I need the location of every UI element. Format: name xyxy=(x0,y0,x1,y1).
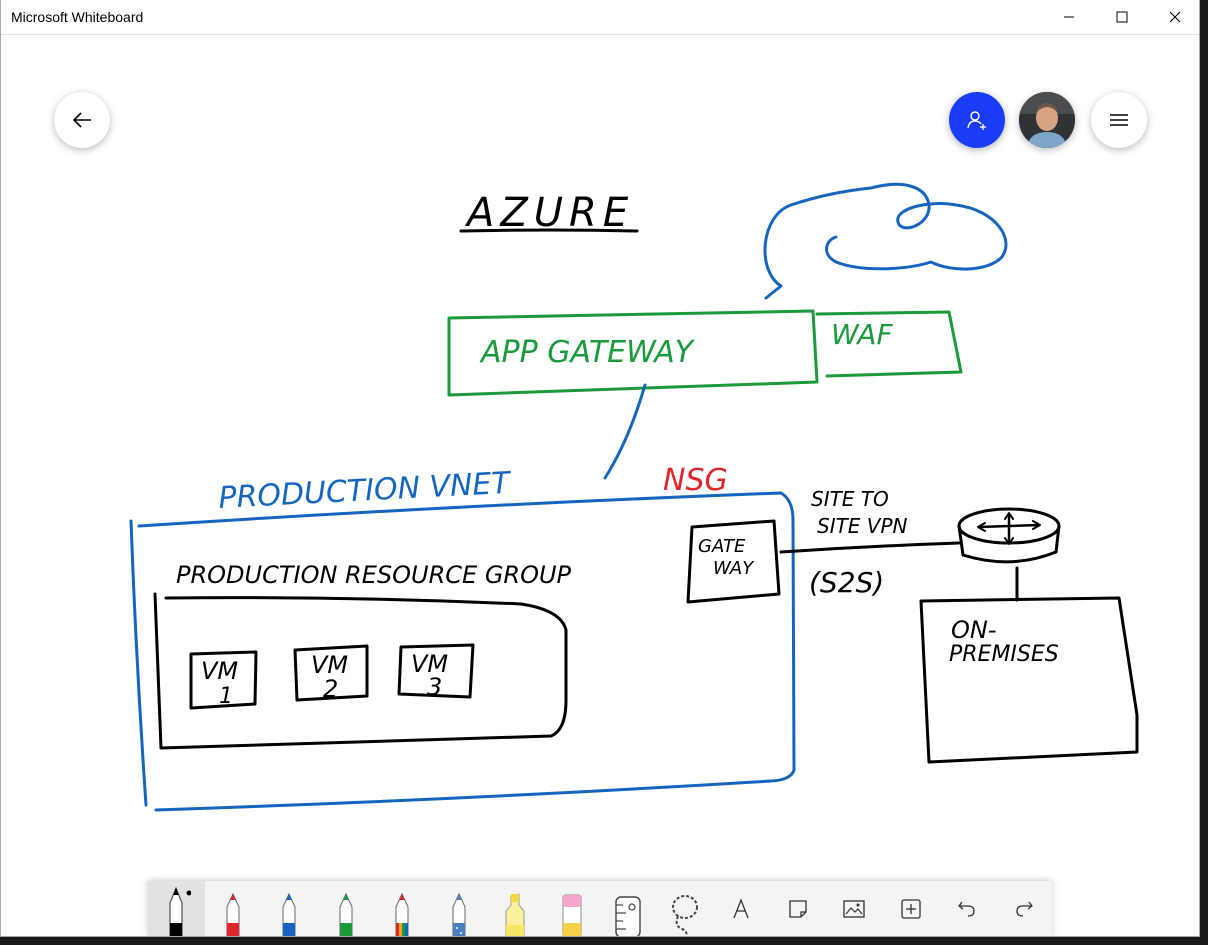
insert-tool[interactable] xyxy=(883,881,940,936)
sticky-note-tool[interactable] xyxy=(770,881,827,936)
vnet-label: PRODUCTION VNET xyxy=(218,466,514,516)
blue-pen-tool[interactable] xyxy=(261,881,318,936)
window-shadow-bottom xyxy=(0,937,1208,945)
undo-icon xyxy=(958,901,975,917)
menu-button[interactable] xyxy=(1091,92,1147,148)
resource-group-box xyxy=(153,592,568,750)
router-icon xyxy=(957,507,1061,602)
vpn-line3: (S2S) xyxy=(809,566,884,599)
vpn-line1: SITE TO xyxy=(811,487,889,511)
gateway-line1: GATE xyxy=(698,536,746,557)
redo-button[interactable] xyxy=(996,881,1053,936)
vpn-line2: SITE VPN xyxy=(817,514,908,538)
gateway-box xyxy=(686,519,781,604)
hamburger-menu-icon xyxy=(1110,114,1128,126)
waf-label: WAF xyxy=(831,318,893,351)
minimize-button[interactable] xyxy=(1042,0,1096,33)
green-pen-icon xyxy=(339,892,353,936)
vnet-box xyxy=(129,491,796,812)
ink-drawing: AZURE APP GATEWAY WAF PRODUCTION VNET NS… xyxy=(129,182,1139,812)
vm2-line1: VM xyxy=(311,651,348,679)
plus-box-icon xyxy=(901,899,921,919)
rainbow-pen-icon xyxy=(395,892,409,936)
vm3-line2: 3 xyxy=(427,673,442,701)
black-pen-tool[interactable] xyxy=(148,881,205,936)
on-prem-line1: ON- xyxy=(951,616,997,644)
lasso-tool[interactable] xyxy=(657,881,714,936)
ink-toolbar xyxy=(148,881,1053,936)
galaxy-pen-icon xyxy=(452,892,466,936)
green-pen-tool[interactable] xyxy=(318,881,375,936)
invite-person-icon xyxy=(967,111,986,130)
eraser-icon xyxy=(562,894,582,936)
window-title: Microsoft Whiteboard xyxy=(11,9,144,25)
on-premises-box xyxy=(919,596,1139,764)
resource-group-label: PRODUCTION RESOURCE GROUP xyxy=(176,561,572,589)
vm2-line2: 2 xyxy=(323,675,338,703)
note-icon xyxy=(789,900,807,918)
minimize-icon xyxy=(1064,16,1074,17)
ruler-tool[interactable] xyxy=(600,881,657,936)
vm1-line2: 1 xyxy=(219,684,233,709)
vm3-line1: VM xyxy=(411,650,448,678)
text-tool[interactable] xyxy=(713,881,770,936)
vm1-line1: VM xyxy=(201,657,238,685)
app-gateway-box xyxy=(447,309,819,397)
gateway-line2: WAY xyxy=(713,558,755,579)
redo-icon xyxy=(1016,901,1033,917)
connector-line xyxy=(603,383,647,480)
undo-button[interactable] xyxy=(939,881,996,936)
highlighter-icon xyxy=(505,893,525,936)
whiteboard-canvas[interactable]: AZURE APP GATEWAY WAF PRODUCTION VNET NS… xyxy=(1,35,1199,936)
vm1-box xyxy=(189,650,258,710)
user-avatar-image xyxy=(1019,92,1075,148)
nsg-label: NSG xyxy=(663,463,728,498)
on-prem-line2: PREMISES xyxy=(949,642,1059,667)
avatar[interactable] xyxy=(1019,92,1075,148)
azure-title: AZURE xyxy=(464,190,634,236)
image-tool[interactable] xyxy=(826,881,883,936)
rainbow-pen-tool[interactable] xyxy=(374,881,431,936)
vm2-box xyxy=(293,644,369,702)
azure-underline xyxy=(459,228,639,233)
waf-box xyxy=(815,310,963,378)
black-pen-icon xyxy=(169,886,192,936)
highlighter-tool[interactable] xyxy=(487,881,544,936)
blue-pen-icon xyxy=(282,892,296,936)
vpn-line xyxy=(779,541,961,554)
app-gateway-label: APP GATEWAY xyxy=(479,335,696,370)
maximize-button[interactable] xyxy=(1095,0,1149,33)
eraser-tool[interactable] xyxy=(544,881,601,936)
title-bar: Microsoft Whiteboard xyxy=(1,0,1199,35)
close-button[interactable] xyxy=(1148,0,1199,33)
galaxy-pen-tool[interactable] xyxy=(431,881,488,936)
cloud-shape xyxy=(763,182,1008,300)
image-icon xyxy=(843,900,865,918)
window-shadow-right xyxy=(1200,0,1208,945)
lasso-icon xyxy=(671,895,698,936)
text-icon xyxy=(733,898,749,919)
back-button[interactable] xyxy=(54,92,110,148)
vm3-box xyxy=(397,643,475,699)
close-icon xyxy=(1169,11,1181,22)
invite-button[interactable] xyxy=(949,92,1005,148)
maximize-icon xyxy=(1116,11,1128,22)
red-pen-tool[interactable] xyxy=(205,881,262,936)
red-pen-icon xyxy=(226,892,240,936)
arrow-left-icon xyxy=(72,112,91,128)
ruler-icon xyxy=(615,896,641,936)
